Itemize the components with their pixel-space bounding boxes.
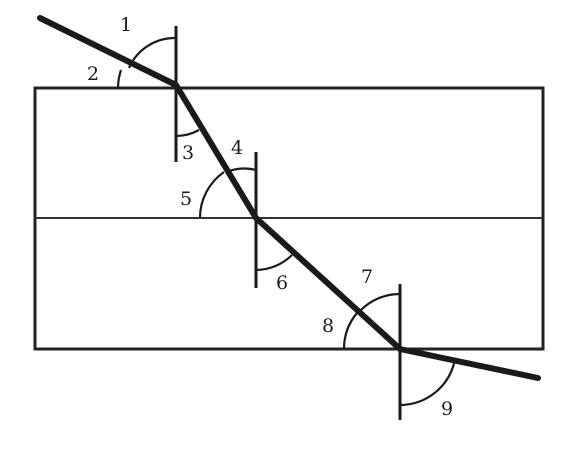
light-ray [37, 15, 541, 381]
angle-arc-6 [255, 254, 293, 272]
angle-label-9: 9 [441, 398, 453, 420]
angle-label-7: 7 [361, 266, 373, 288]
angle-label-1: 1 [120, 14, 132, 36]
angle-label-2: 2 [87, 63, 99, 85]
angle-arc-3 [175, 129, 200, 138]
angle-arc-7 [359, 292, 401, 312]
angle-arc-5 [198, 171, 225, 219]
angle-arc-2 [116, 69, 123, 89]
angle-label-6: 6 [276, 272, 288, 294]
angle-label-4: 4 [231, 137, 243, 159]
angle-label-8: 8 [322, 315, 334, 337]
angle-arc-8 [342, 312, 358, 350]
angle-label-3: 3 [182, 142, 194, 164]
angle-arc-9 [399, 358, 457, 407]
angle-arc-4 [228, 167, 257, 173]
angle-label-5: 5 [180, 188, 192, 210]
